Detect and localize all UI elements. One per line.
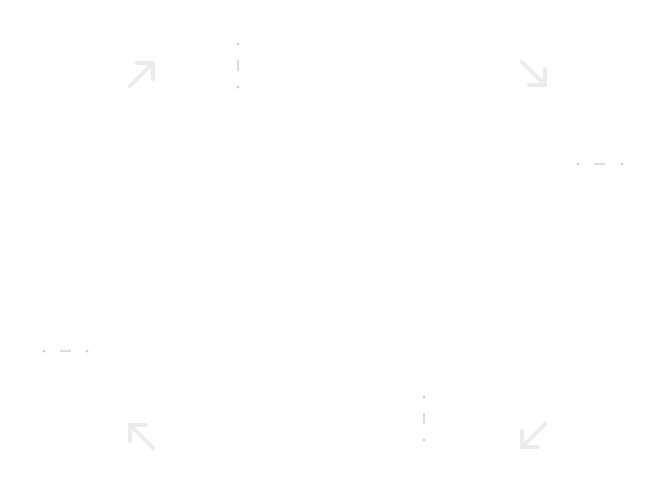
arrow-up-left-icon[interactable] [128, 423, 155, 450]
arrow-up-right-icon[interactable] [128, 61, 155, 88]
vertical-dash-marker[interactable] [422, 395, 426, 442]
arrow-down-left-icon[interactable] [520, 422, 547, 449]
arrow-down-right-icon[interactable] [520, 60, 547, 87]
vertical-dash-marker[interactable] [236, 42, 240, 89]
horizontal-dash-marker[interactable] [576, 162, 624, 166]
horizontal-dash-marker[interactable] [42, 349, 89, 353]
